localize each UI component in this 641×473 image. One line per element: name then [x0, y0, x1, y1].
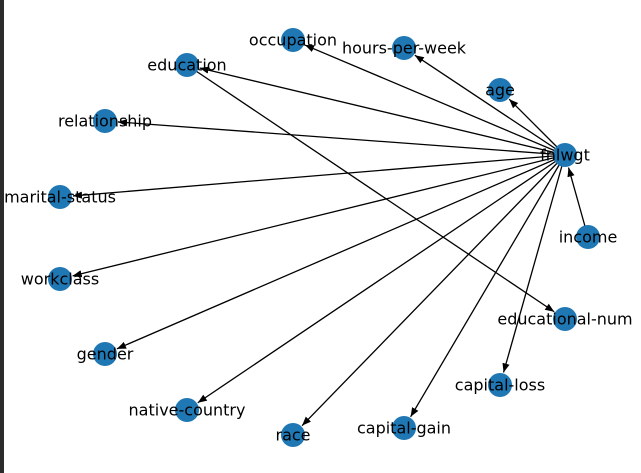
- node-gender: [93, 342, 117, 366]
- node-label-race: race: [275, 426, 310, 445]
- node-label-capital-loss: capital-loss: [455, 376, 545, 395]
- node-education: [175, 53, 199, 77]
- node-workclass: [48, 267, 72, 291]
- node-label-marital-status: marital-status: [4, 188, 116, 207]
- edge-fnlwgt-to-capital-loss: [502, 154, 566, 373]
- edge-fnlwgt-to-marital-status: [72, 154, 566, 199]
- node-label-native-country: native-country: [129, 401, 246, 420]
- node-capital-gain: [392, 416, 416, 440]
- edge-education-to-educational-num: [186, 64, 555, 313]
- edges-layer: [72, 44, 589, 427]
- node-native-country: [175, 398, 199, 422]
- edge-income-to-fnlwgt: [567, 167, 589, 238]
- edge-fnlwgt-to-education: [199, 66, 566, 156]
- node-label-gender: gender: [77, 345, 134, 364]
- node-label-workclass: workclass: [21, 270, 99, 289]
- edge-fnlwgt-to-native-country: [197, 154, 566, 404]
- node-label-occupation: occupation: [249, 31, 337, 50]
- edge-fnlwgt-to-hours-per-week: [414, 54, 566, 156]
- node-fnlwgt: [553, 143, 577, 167]
- edge-fnlwgt-to-workclass: [72, 154, 566, 278]
- node-age: [488, 78, 512, 102]
- edge-fnlwgt-to-capital-gain: [410, 154, 566, 418]
- node-income: [576, 225, 600, 249]
- node-label-relationship: relationship: [58, 112, 152, 131]
- edge-fnlwgt-to-occupation: [304, 44, 566, 156]
- window-edge: [0, 0, 4, 473]
- node-occupation: [281, 28, 305, 52]
- node-label-capital-gain: capital-gain: [357, 419, 451, 438]
- node-race: [281, 423, 305, 447]
- nodes-layer: [48, 28, 600, 447]
- node-capital-loss: [488, 373, 512, 397]
- node-relationship: [93, 109, 117, 133]
- node-educational-num: [553, 307, 577, 331]
- node-label-age: age: [485, 81, 515, 100]
- node-hours-per-week: [392, 36, 416, 60]
- node-label-educational-num: educational-num: [497, 310, 632, 329]
- edge-fnlwgt-to-relationship: [117, 118, 566, 156]
- edge-fnlwgt-to-age: [508, 98, 566, 156]
- node-marital-status: [48, 185, 72, 209]
- node-label-education: education: [147, 56, 226, 75]
- edge-fnlwgt-to-gender: [116, 154, 566, 350]
- edge-fnlwgt-to-race: [301, 154, 566, 427]
- node-label-hours-per-week: hours-per-week: [342, 39, 467, 58]
- node-label-income: income: [559, 228, 618, 247]
- node-label-fnlwgt: fnlwgt: [540, 146, 590, 165]
